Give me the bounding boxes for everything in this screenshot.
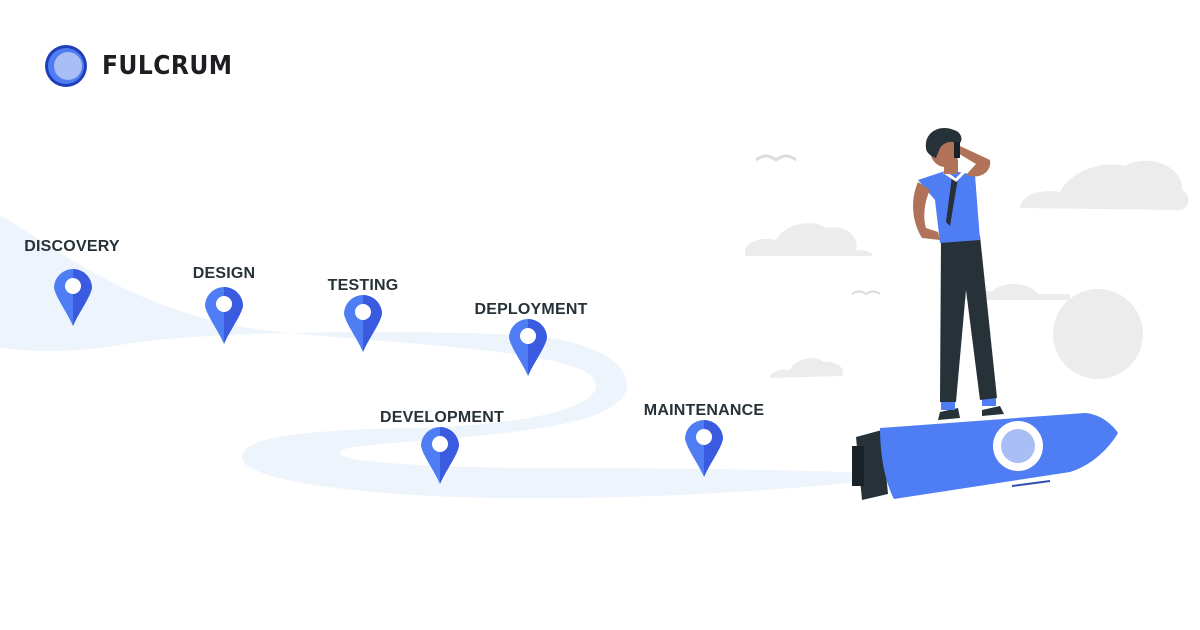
stage-label-discovery: DISCOVERY [24, 238, 120, 255]
brand-name: FULCRUM [102, 51, 233, 81]
location-pin-icon-discovery [54, 269, 92, 326]
brand: FULCRUM [44, 44, 247, 88]
location-pin-icon-design [205, 287, 243, 344]
location-pin-icon-testing [344, 295, 382, 352]
stage-label-deployment: DEPLOYMENT [474, 301, 588, 318]
location-pin-icon-maintenance [685, 420, 723, 477]
bird-icon [851, 290, 881, 296]
rocket-icon [852, 413, 1118, 500]
person-on-phone-icon [913, 128, 1004, 420]
stage-label-maintenance: MAINTENANCE [643, 402, 765, 419]
location-pin-icon-deployment [509, 319, 547, 376]
moon-shape [1053, 289, 1143, 379]
location-pin-icon-development [421, 427, 459, 484]
bird-icon [755, 154, 797, 162]
stage-label-development: DEVELOPMENT [380, 409, 504, 426]
cloud-icon [960, 283, 1070, 300]
stage-label-testing: TESTING [327, 277, 399, 294]
stage-label-design: DESIGN [192, 265, 256, 282]
cloud-icon [770, 358, 843, 378]
cloud-icon [745, 223, 873, 256]
cloud-icon [1020, 160, 1189, 210]
fulcrum-logo-icon [45, 45, 87, 87]
